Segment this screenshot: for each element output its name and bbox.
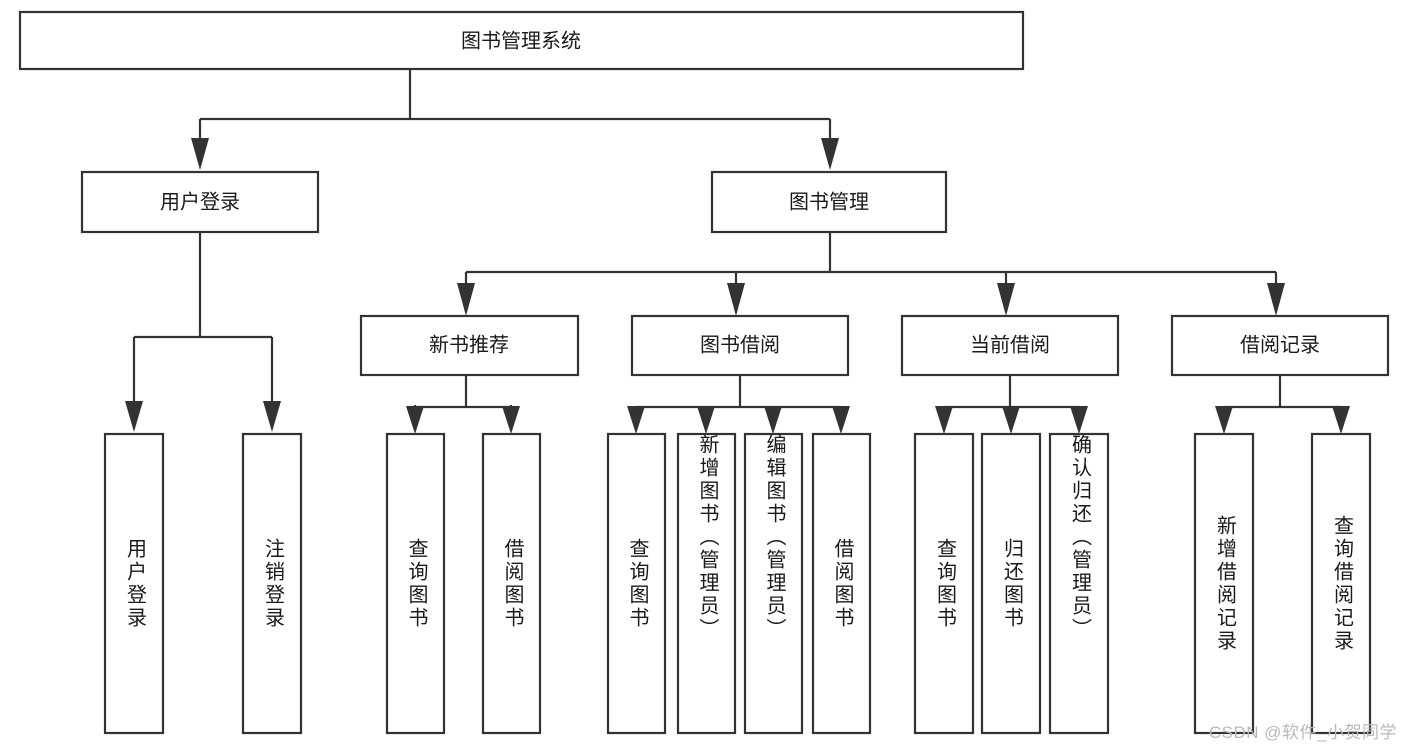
node-box-leaf-query-book-2[interactable] (606, 432, 667, 735)
node-label-book-management: 图书管理 (789, 190, 869, 213)
arrow-borrow-record (1267, 283, 1285, 316)
connector-current-borrow-to-leaves (935, 375, 1088, 434)
node-box-leaf-query-book-3[interactable] (913, 432, 975, 735)
node-label-new-book-recommend: 新书推荐 (429, 333, 509, 356)
node-box-book-management[interactable] (710, 170, 948, 234)
arrow-book-borrow (727, 283, 745, 316)
node-box-new-book-recommend[interactable] (359, 314, 580, 377)
node-box-leaf-add-book[interactable] (676, 432, 737, 735)
connector-borrow-record-to-leaves (1215, 375, 1350, 434)
arrow-book-management (821, 138, 839, 170)
arrow-leaf-borrow-book-1 (502, 406, 520, 434)
arrow-leaf-logout (263, 401, 281, 432)
arrow-leaf-query-book-2 (627, 406, 645, 434)
node-box-leaf-borrow-book-1[interactable] (481, 432, 542, 735)
node-box-book-borrow[interactable] (630, 314, 850, 377)
arrow-leaf-add-record (1215, 406, 1233, 434)
arrow-current-borrow (997, 283, 1015, 316)
node-label-current-borrow: 当前借阅 (970, 333, 1050, 356)
arrow-leaf-edit-book (764, 406, 782, 434)
node-box-borrow-record[interactable] (1170, 314, 1390, 377)
node-box-leaf-add-record[interactable] (1193, 432, 1255, 735)
arrow-leaf-borrow-book-2 (832, 406, 850, 434)
arrow-leaf-confirm-return (1070, 406, 1088, 434)
arrow-leaf-query-book-3 (935, 406, 953, 434)
connector-book-management-to-level2 (457, 232, 1285, 316)
node-box-leaf-logout-login[interactable] (241, 432, 303, 735)
node-label-user-login: 用户登录 (160, 190, 240, 213)
arrow-leaf-return-book (1002, 406, 1020, 434)
csdn-watermark: CSDN @软件_小贺同学 (1208, 723, 1397, 742)
node-box-leaf-edit-book[interactable] (743, 432, 804, 735)
node-box-leaf-user-login[interactable] (103, 432, 165, 735)
node-box-current-borrow[interactable] (900, 314, 1120, 377)
connector-book-borrow-to-leaves (627, 375, 850, 434)
node-label-borrow-record: 借阅记录 (1240, 333, 1320, 356)
arrow-new-book (457, 283, 475, 316)
node-box-leaf-query-record[interactable] (1310, 432, 1372, 735)
node-label-book-borrow: 图书借阅 (700, 333, 780, 356)
arrow-leaf-query-book-1 (406, 406, 424, 434)
arrow-leaf-add-book (697, 406, 715, 434)
node-box-leaf-query-book-1[interactable] (385, 432, 446, 735)
node-box-user-login[interactable] (80, 170, 320, 234)
node-box-leaf-borrow-book-2[interactable] (811, 432, 872, 735)
arrow-leaf-query-record (1332, 406, 1350, 434)
connector-root-to-level1 (191, 69, 839, 170)
node-box-root[interactable] (18, 10, 1025, 71)
connector-user-login-to-leaves (125, 232, 281, 432)
connector-new-book-to-leaves (406, 375, 520, 434)
arrow-leaf-user-login (125, 401, 143, 432)
node-box-leaf-return-book[interactable] (980, 432, 1042, 735)
arrow-user-login (191, 138, 209, 170)
node-label-root: 图书管理系统 (461, 29, 581, 52)
node-box-leaf-confirm-return[interactable] (1048, 432, 1110, 735)
